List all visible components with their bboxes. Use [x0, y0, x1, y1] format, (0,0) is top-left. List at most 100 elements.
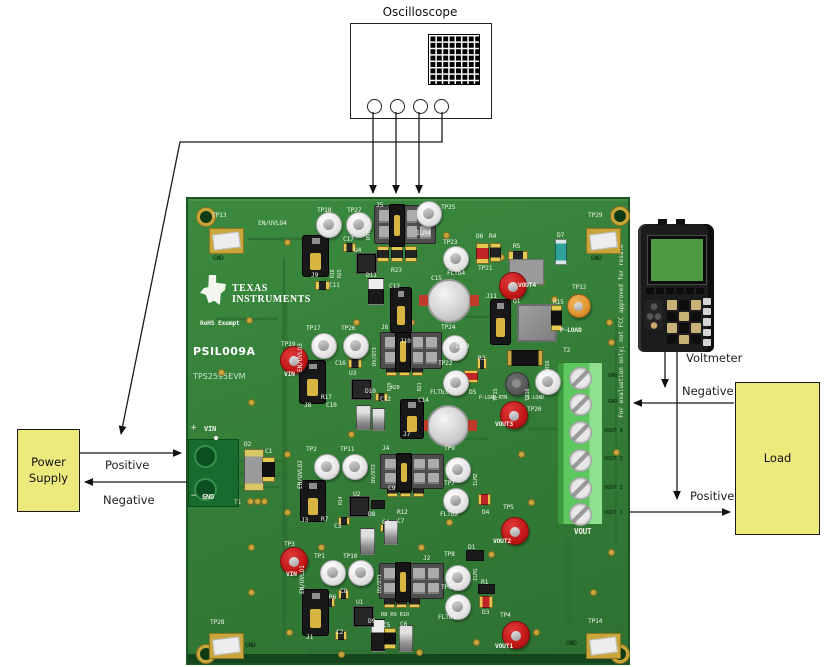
silk-gnd: GND [245, 642, 256, 649]
vin-terminal-block [188, 436, 239, 507]
power-supply: Power Supply [17, 429, 80, 512]
ic-chip [357, 254, 376, 273]
silk-tp26: TP26 [341, 325, 356, 332]
smd-component [377, 246, 389, 262]
jumper-j9 [302, 235, 329, 277]
silk-c3: C3 [334, 523, 342, 530]
silk-tp7: TP7 [444, 480, 455, 487]
voltmeter [638, 219, 714, 352]
silk-r15: R15 [553, 299, 564, 306]
voltmeter-top-tab [676, 219, 685, 225]
silk-tp1: TP1 [314, 553, 325, 560]
smd-component [384, 628, 396, 649]
via-dot [254, 498, 261, 505]
silk-ilm2: ILM2 [473, 473, 479, 486]
oscilloscope-channel-knob [434, 99, 449, 114]
via-dot [286, 629, 293, 636]
silk-en-uvlo1: EN/UVLO1 [299, 565, 306, 594]
via-dot [418, 544, 425, 551]
silk-r17: R17 [321, 394, 332, 401]
smd-component [384, 520, 398, 545]
silk-r18: R18 [330, 269, 336, 278]
test-point-tp26 [343, 333, 369, 359]
silk-tp6: TP6 [441, 584, 452, 591]
silk-c16: C16 [335, 360, 346, 367]
silk-vin: VIN [204, 425, 217, 433]
silk-c15: C15 [431, 275, 442, 282]
via-dot [318, 544, 325, 551]
test-point-tp7 [443, 488, 469, 514]
smd-component [478, 494, 491, 505]
silk-fltb1: FLTb1 [438, 614, 456, 621]
test-point-tp5 [501, 517, 529, 545]
test-point-tp15 [505, 372, 529, 396]
smd-component [348, 359, 362, 368]
silk-vout: VOUT [574, 527, 592, 536]
silk-j3: J3 [301, 517, 309, 524]
silk-c2: C2 [336, 629, 344, 636]
smd-component [479, 596, 493, 608]
silk-tp22: TP22 [438, 360, 453, 367]
silk-fltb2: FLTb2 [440, 511, 458, 518]
voltmeter-function-keys [703, 298, 711, 346]
test-point-tp2 [314, 454, 340, 480]
terminal-screw [569, 393, 592, 416]
test-point-tp11 [342, 454, 368, 480]
silk-u4: U4 [354, 247, 362, 254]
silk-gnd: GND [608, 399, 618, 405]
oscilloscope [350, 23, 492, 119]
silk-j1: J1 [306, 634, 314, 641]
smd-component [405, 246, 417, 262]
silk-dv-dt2: DV/DT2 [371, 464, 377, 483]
label-supply-negative: Negative [103, 493, 155, 507]
via-dot [246, 317, 253, 324]
via-dot [248, 399, 255, 406]
silk-tp24: TP24 [441, 324, 456, 331]
silk-tp14: TP14 [588, 618, 603, 625]
silk-d11: D11 [366, 272, 377, 279]
via-dot [416, 649, 423, 656]
silk-r3: R3 [478, 355, 486, 362]
smd-component [476, 243, 489, 264]
test-point-tp8 [445, 565, 471, 591]
jumper-header-j4 [380, 453, 444, 492]
jumper-header-j2 [379, 561, 444, 603]
smd-component [368, 278, 384, 305]
silk-c8: C8 [340, 588, 348, 595]
silk-r12: R12 [397, 509, 408, 516]
terminal-screw [569, 503, 592, 526]
via-dot [613, 449, 620, 456]
silk-gnd: GND [202, 493, 215, 501]
via-dot [247, 498, 254, 505]
voltmeter-button-row [646, 288, 704, 294]
test-point-tp1 [320, 560, 346, 586]
silk-tp23: TP23 [443, 239, 458, 246]
via-dot [533, 629, 540, 636]
jumper-j1 [302, 589, 329, 636]
silk-vout1: VOUT1 [495, 643, 513, 650]
smd-component [478, 584, 495, 594]
oscilloscope-channel-knob [367, 99, 382, 114]
smd-component [551, 305, 562, 331]
silk-tp11: TP11 [340, 446, 355, 453]
silk-tp29: TP29 [588, 212, 603, 219]
via-dot [248, 544, 255, 551]
silk-ilm3: ILM3 [455, 343, 470, 350]
silk-c17: C17 [343, 236, 354, 243]
silk-fltb4: FLTb4 [447, 270, 465, 277]
silk-gnd: GND [213, 255, 224, 262]
silk-tp18: TP18 [317, 207, 332, 214]
test-point-tp18 [316, 212, 342, 238]
silk-d10: D10 [365, 388, 376, 395]
silk-r6: R6 [329, 594, 337, 601]
jumper-header-j6 [380, 330, 442, 373]
silk-j7: J7 [403, 431, 411, 438]
silk-c9: C9 [388, 485, 396, 492]
via-dot [488, 551, 495, 558]
silk-r1: R1 [481, 579, 489, 586]
silk-c14: C14 [418, 397, 429, 404]
smd-component [338, 590, 349, 599]
silk-q1: Q1 [513, 298, 521, 305]
oscilloscope-channel-knob [413, 99, 428, 114]
via-dot [608, 339, 615, 346]
